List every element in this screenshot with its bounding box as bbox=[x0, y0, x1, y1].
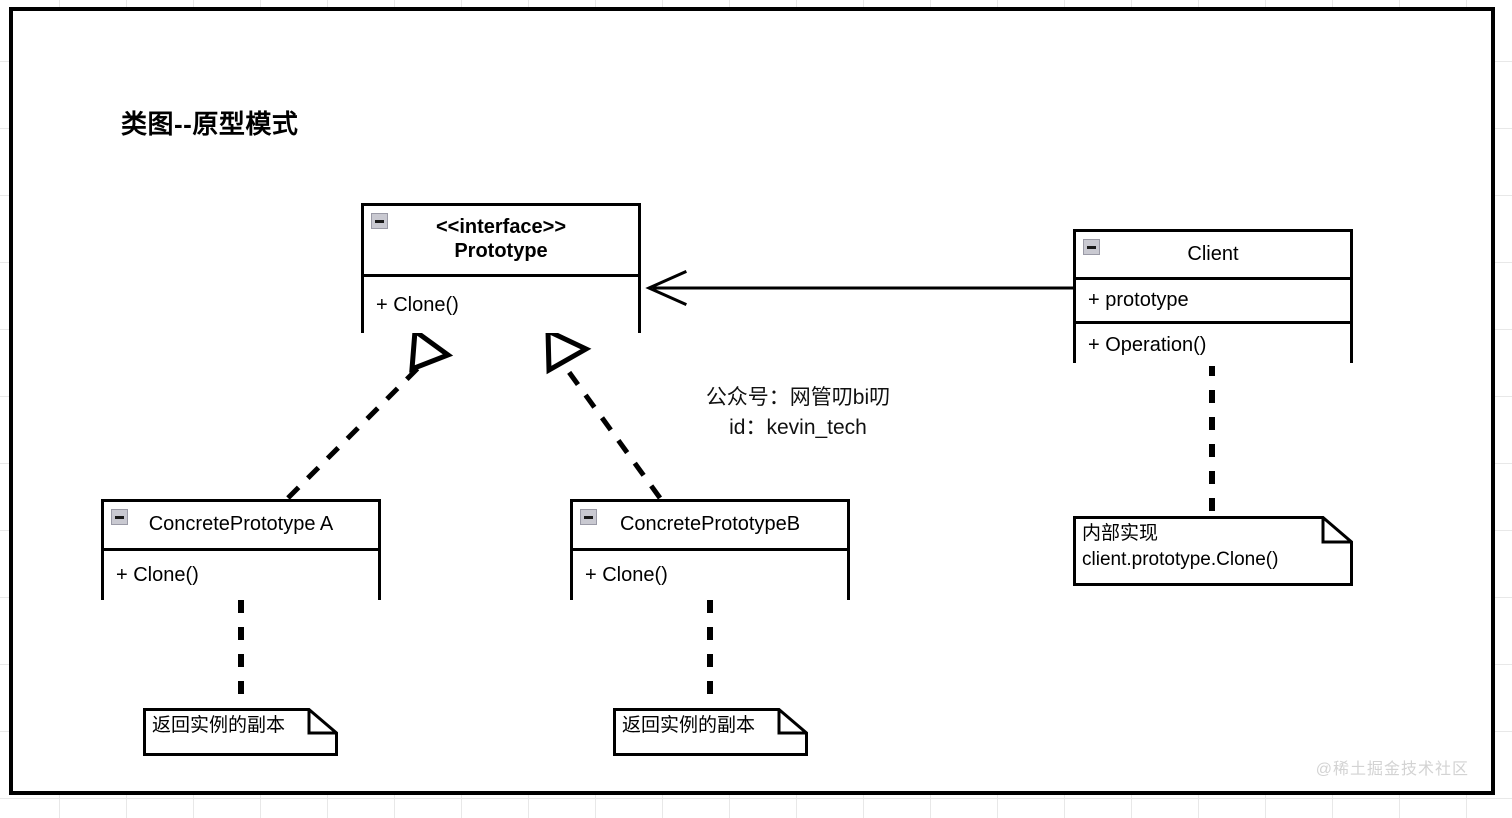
note-line-1: 返回实例的副本 bbox=[622, 715, 756, 736]
class-stereotype-prototype: <<interface>> bbox=[435, 216, 567, 239]
attribute-prototype: + prototype bbox=[1088, 289, 1189, 311]
diagram-title: 类图--原型模式 bbox=[121, 109, 299, 139]
site-watermark: @稀土掘金技术社区 bbox=[1315, 761, 1469, 778]
diagram-canvas[interactable]: 类图--原型模式 <<interface>> Prototype + Clone… bbox=[9, 7, 1495, 795]
author-watermark: 公众号：网管叨bi叨 id：kevin_tech bbox=[673, 383, 923, 443]
method-operation: + Operation() bbox=[1088, 333, 1207, 356]
note-shape bbox=[1073, 516, 1353, 586]
method-clone: + Clone() bbox=[116, 564, 199, 586]
class-methods-prototype: + Clone() bbox=[364, 274, 638, 333]
class-name-concrete-prototype-a: ConcretePrototype A bbox=[148, 513, 334, 536]
class-box-concrete-prototype-a[interactable]: ConcretePrototype A + Clone() bbox=[101, 499, 381, 600]
class-methods-concrete-prototype-a: + Clone() bbox=[104, 548, 378, 600]
note-shape bbox=[143, 708, 338, 756]
class-name-prototype: Prototype bbox=[454, 240, 548, 262]
method-clone: + Clone() bbox=[376, 293, 459, 316]
note-shape bbox=[613, 708, 808, 756]
class-box-concrete-prototype-b[interactable]: ConcretePrototypeB + Clone() bbox=[570, 499, 850, 600]
note-concrete-prototype-a[interactable]: 返回实例的副本 bbox=[143, 708, 338, 756]
class-header-prototype: <<interface>> Prototype bbox=[364, 206, 638, 274]
class-name-concrete-prototype-b: ConcretePrototypeB bbox=[619, 513, 801, 536]
author-watermark-line-1: 公众号：网管叨bi叨 bbox=[705, 386, 891, 409]
connector-concrete-a-realizes-prototype bbox=[286, 326, 454, 500]
note-client-internal-implementation[interactable]: 内部实现 client.prototype.Clone() bbox=[1073, 516, 1353, 586]
note-line-2: client.prototype.Clone() bbox=[1082, 549, 1279, 571]
connector-client-to-prototype bbox=[645, 270, 1073, 306]
class-attributes-client: + prototype bbox=[1076, 277, 1350, 321]
minus-square-icon[interactable] bbox=[111, 509, 128, 525]
class-name-client: Client bbox=[1187, 242, 1239, 265]
class-methods-concrete-prototype-b: + Clone() bbox=[573, 548, 847, 600]
note-body: 返回实例的副本 bbox=[622, 713, 755, 739]
note-line-1: 返回实例的副本 bbox=[152, 715, 286, 736]
author-watermark-line-2: id：kevin_tech bbox=[729, 415, 867, 439]
note-concrete-prototype-b[interactable]: 返回实例的副本 bbox=[613, 708, 808, 756]
class-box-prototype[interactable]: <<interface>> Prototype + Clone() bbox=[361, 203, 641, 333]
class-header-concrete-prototype-a: ConcretePrototype A bbox=[104, 502, 378, 548]
class-header-client: Client bbox=[1076, 232, 1350, 277]
class-methods-client: + Operation() bbox=[1076, 321, 1350, 366]
minus-square-icon[interactable] bbox=[371, 213, 388, 229]
note-body: 返回实例的副本 bbox=[152, 713, 285, 739]
method-clone: + Clone() bbox=[585, 564, 668, 586]
minus-square-icon[interactable] bbox=[1083, 239, 1100, 255]
note-body: 内部实现 client.prototype.Clone() bbox=[1082, 521, 1278, 573]
connector-concrete-b-realizes-prototype bbox=[545, 327, 663, 500]
note-line-1: 内部实现 bbox=[1082, 523, 1159, 544]
class-box-client[interactable]: Client + prototype + Operation() bbox=[1073, 229, 1353, 366]
minus-square-icon[interactable] bbox=[580, 509, 597, 525]
class-header-concrete-prototype-b: ConcretePrototypeB bbox=[573, 502, 847, 548]
